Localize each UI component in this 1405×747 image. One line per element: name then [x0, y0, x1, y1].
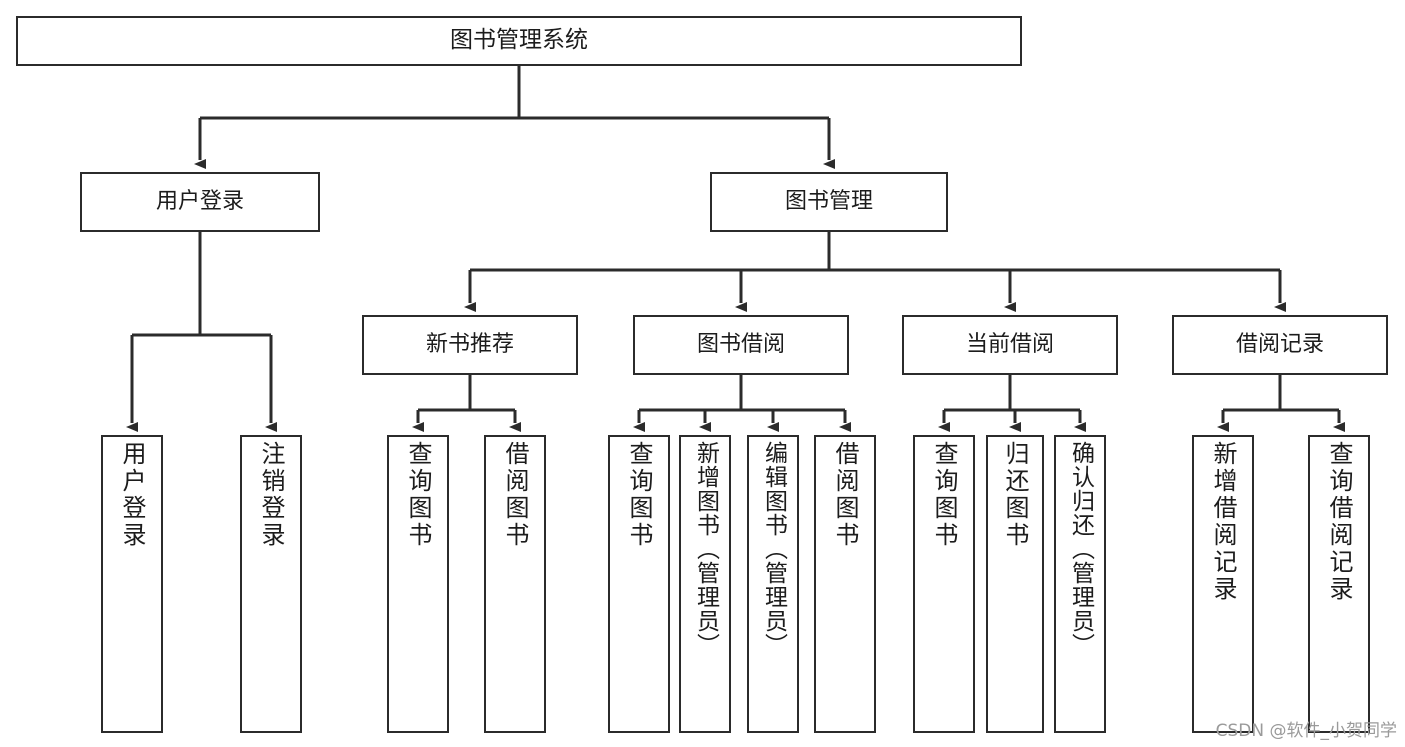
csdn-watermark: CSDN @软件_小贺同学	[1215, 721, 1397, 741]
node-leaf-borrow-book-2-label: 借阅图书	[831, 441, 859, 549]
node-current-borrow[interactable]: 当前借阅	[902, 315, 1118, 375]
node-leaf-user-login-label: 用户登录	[118, 441, 146, 549]
node-leaf-confirm-return[interactable]: 确认归还（管理员）	[1054, 435, 1106, 733]
node-current-borrow-label: 当前借阅	[965, 332, 1054, 358]
node-leaf-add-book-label: 新增图书（管理员）	[692, 441, 719, 657]
node-leaf-query-record[interactable]: 查询借阅记录	[1308, 435, 1370, 733]
node-root-system-label: 图书管理系统	[450, 27, 588, 54]
node-leaf-borrow-book-2[interactable]: 借阅图书	[814, 435, 876, 733]
node-leaf-query-book-2-label: 查询图书	[625, 441, 653, 549]
node-leaf-query-book-3[interactable]: 查询图书	[913, 435, 975, 733]
node-book-borrow[interactable]: 图书借阅	[633, 315, 849, 375]
node-leaf-query-book-1[interactable]: 查询图书	[387, 435, 449, 733]
node-book-manage-label: 图书管理	[784, 189, 873, 215]
node-new-book-recommend[interactable]: 新书推荐	[362, 315, 578, 375]
node-leaf-borrow-book-1-label: 借阅图书	[501, 441, 529, 549]
node-book-manage[interactable]: 图书管理	[710, 172, 948, 232]
node-leaf-add-record[interactable]: 新增借阅记录	[1192, 435, 1254, 733]
node-borrow-record-label: 借阅记录	[1235, 332, 1324, 358]
node-leaf-user-logout-label: 注销登录	[257, 441, 285, 549]
node-borrow-record[interactable]: 借阅记录	[1172, 315, 1388, 375]
node-book-borrow-label: 图书借阅	[696, 332, 785, 358]
node-new-book-recommend-label: 新书推荐	[425, 332, 514, 358]
node-leaf-return-book-label: 归还图书	[1001, 441, 1029, 549]
node-leaf-add-record-label: 新增借阅记录	[1209, 441, 1237, 603]
node-leaf-confirm-return-label: 确认归还（管理员）	[1067, 441, 1094, 657]
node-leaf-query-book-3-label: 查询图书	[930, 441, 958, 549]
node-leaf-query-book-2[interactable]: 查询图书	[608, 435, 670, 733]
node-user-login[interactable]: 用户登录	[80, 172, 320, 232]
node-user-login-label: 用户登录	[155, 189, 244, 215]
node-leaf-edit-book[interactable]: 编辑图书（管理员）	[747, 435, 799, 733]
node-leaf-edit-book-label: 编辑图书（管理员）	[760, 441, 787, 657]
node-leaf-borrow-book-1[interactable]: 借阅图书	[484, 435, 546, 733]
node-leaf-user-logout[interactable]: 注销登录	[240, 435, 302, 733]
node-leaf-return-book[interactable]: 归还图书	[986, 435, 1044, 733]
node-leaf-query-book-1-label: 查询图书	[404, 441, 432, 549]
node-leaf-add-book[interactable]: 新增图书（管理员）	[679, 435, 731, 733]
node-root-system[interactable]: 图书管理系统	[16, 16, 1022, 66]
node-leaf-query-record-label: 查询借阅记录	[1325, 441, 1353, 603]
node-leaf-user-login[interactable]: 用户登录	[101, 435, 163, 733]
